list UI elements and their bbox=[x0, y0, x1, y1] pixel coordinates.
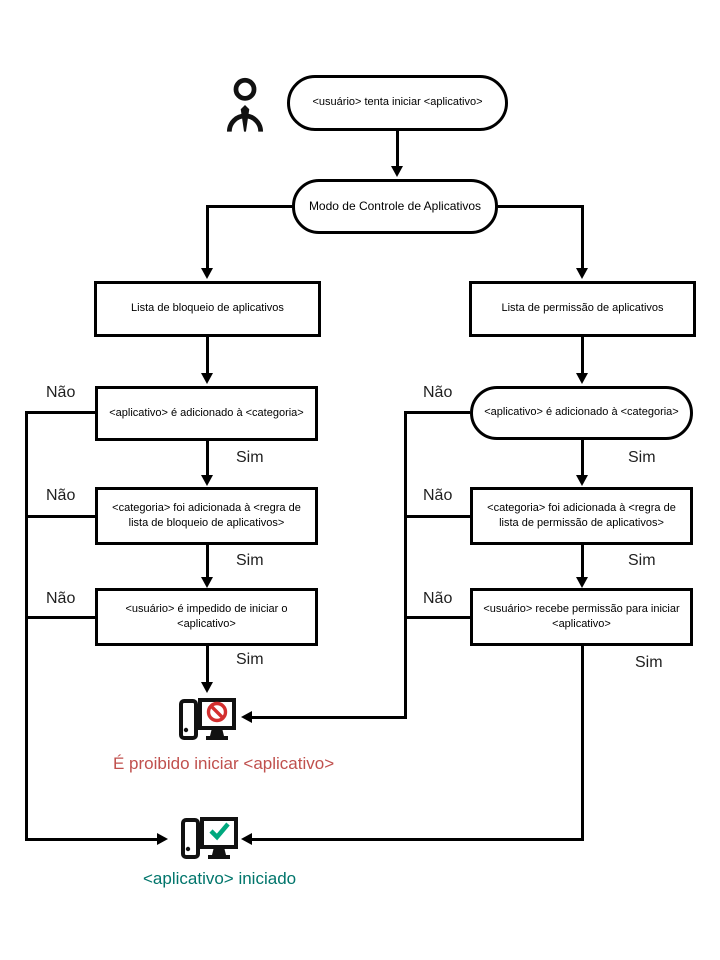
connector-line bbox=[581, 337, 584, 373]
node-mode: Modo de Controle de Aplicativos bbox=[292, 179, 498, 234]
node-block-category: <aplicativo> é adicionado à <categoria> bbox=[95, 386, 318, 441]
node-block-rule-label: <categoria> foi adicionada à <regra de l… bbox=[112, 501, 301, 529]
arrowhead-icon bbox=[576, 577, 588, 588]
edge-label-no: Não bbox=[423, 590, 453, 607]
connector-line bbox=[406, 616, 470, 619]
node-allow-rule-label: <categoria> foi adicionada à <regra de l… bbox=[487, 501, 676, 529]
edge-label-no: Não bbox=[423, 487, 453, 504]
arrowhead-icon bbox=[576, 373, 588, 384]
prohibition-icon bbox=[206, 701, 228, 723]
user-icon bbox=[226, 77, 264, 132]
edge-label-no: Não bbox=[46, 384, 76, 401]
node-blocklist: Lista de bloqueio de aplicativos bbox=[94, 281, 321, 337]
connector-line bbox=[27, 411, 95, 414]
connector-line bbox=[252, 838, 584, 841]
arrowhead-icon bbox=[201, 682, 213, 693]
connector-line bbox=[25, 838, 157, 841]
arrowhead-icon bbox=[201, 268, 213, 279]
arrowhead-icon bbox=[391, 166, 403, 177]
connector-line bbox=[27, 616, 95, 619]
node-mode-label: Modo de Controle de Aplicativos bbox=[308, 199, 482, 214]
node-start: <usuário> tenta iniciar <aplicativo> bbox=[287, 75, 508, 131]
connector-line bbox=[27, 515, 95, 518]
arrowhead-icon bbox=[157, 833, 168, 845]
connector-line bbox=[206, 545, 209, 577]
connector-line bbox=[498, 205, 584, 208]
edge-label-no: Não bbox=[46, 487, 76, 504]
node-block-rule: <categoria> foi adicionada à <regra de l… bbox=[95, 487, 318, 545]
node-block-category-label: <aplicativo> é adicionado à <categoria> bbox=[109, 406, 304, 419]
result-started-label: <aplicativo> iniciado bbox=[143, 869, 297, 888]
node-allow-category: <aplicativo> é adicionado à <categoria> bbox=[470, 386, 693, 440]
node-allowlist: Lista de permissão de aplicativos bbox=[469, 281, 696, 337]
node-blocklist-label: Lista de bloqueio de aplicativos bbox=[131, 302, 284, 315]
edge-label-yes: Sim bbox=[628, 552, 656, 569]
arrowhead-icon bbox=[576, 475, 588, 486]
connector-line bbox=[581, 545, 584, 577]
connector-line bbox=[206, 205, 209, 268]
node-allow-granted: <usuário> recebe permissão para iniciar … bbox=[470, 588, 693, 646]
edge-label-yes: Sim bbox=[628, 449, 656, 466]
connector-line bbox=[581, 440, 584, 475]
connector-line bbox=[206, 205, 292, 208]
edge-label-yes: Sim bbox=[236, 449, 264, 466]
arrowhead-icon bbox=[201, 475, 213, 486]
blocked-computer-icon bbox=[179, 698, 236, 740]
edge-label-yes: Sim bbox=[236, 552, 264, 569]
node-allow-rule: <categoria> foi adicionada à <regra de l… bbox=[470, 487, 693, 545]
connector-line bbox=[206, 441, 209, 475]
checkmark-icon bbox=[209, 822, 230, 841]
connector-line bbox=[206, 646, 209, 682]
connector-line bbox=[25, 411, 28, 841]
node-block-denied: <usuário> é impedido de iniciar o <aplic… bbox=[95, 588, 318, 646]
node-block-denied-label: <usuário> é impedido de iniciar o <aplic… bbox=[125, 602, 288, 630]
connector-line bbox=[396, 131, 399, 166]
connector-line bbox=[581, 205, 584, 268]
arrowhead-icon bbox=[201, 577, 213, 588]
edge-label-no: Não bbox=[423, 384, 453, 401]
connector-line bbox=[404, 411, 407, 719]
node-allow-category-label: <aplicativo> é adicionado à <categoria> bbox=[484, 406, 679, 419]
arrowhead-icon bbox=[576, 268, 588, 279]
edge-label-yes: Sim bbox=[635, 654, 663, 671]
arrowhead-icon bbox=[241, 711, 252, 723]
node-allow-granted-label: <usuário> recebe permissão para iniciar … bbox=[483, 602, 680, 630]
edge-label-no: Não bbox=[46, 590, 76, 607]
node-start-label: <usuário> tenta iniciar <aplicativo> bbox=[312, 96, 483, 109]
node-allowlist-label: Lista de permissão de aplicativos bbox=[501, 302, 664, 315]
connector-line bbox=[581, 646, 584, 841]
arrowhead-icon bbox=[201, 373, 213, 384]
arrowhead-icon bbox=[241, 833, 252, 845]
result-blocked-label: É proibido iniciar <aplicativo> bbox=[113, 754, 335, 773]
connector-line bbox=[406, 411, 470, 414]
started-computer-icon bbox=[181, 817, 238, 859]
connector-line bbox=[206, 337, 209, 373]
connector-line bbox=[252, 716, 407, 719]
connector-line bbox=[406, 515, 470, 518]
edge-label-yes: Sim bbox=[236, 651, 264, 668]
